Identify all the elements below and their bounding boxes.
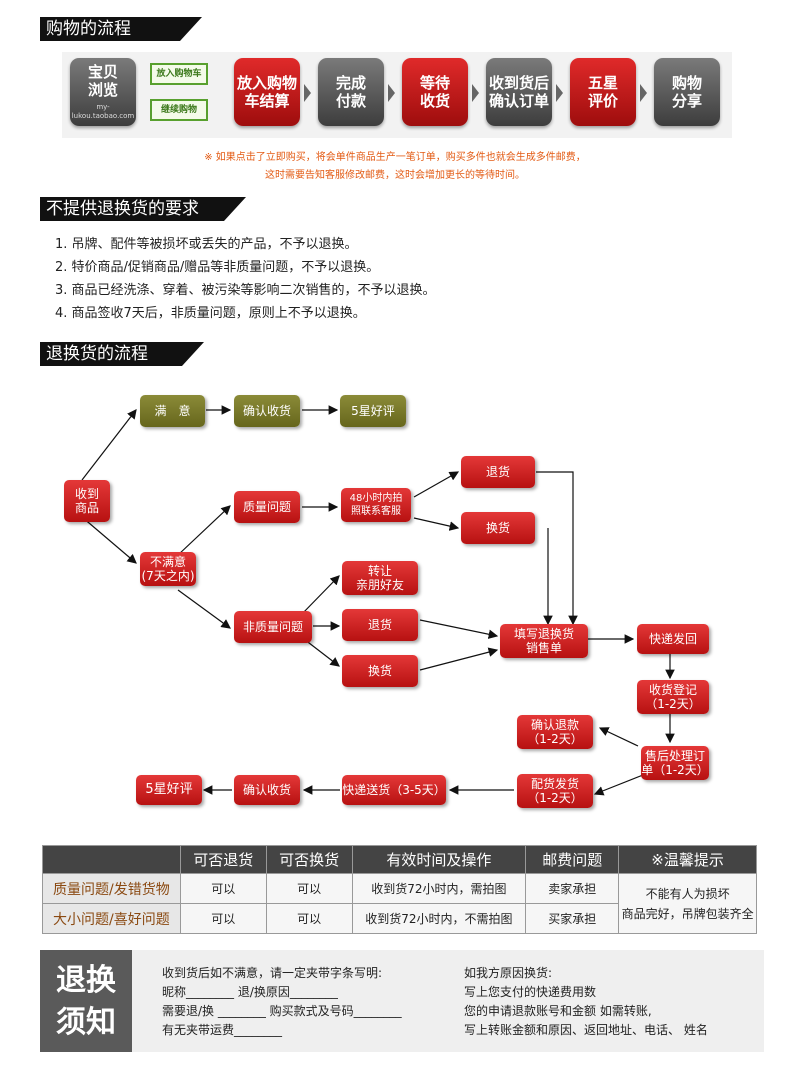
arrow-unsat-nonquality bbox=[177, 589, 231, 629]
arrow-right-icon bbox=[304, 84, 311, 102]
table-header: 可否退货 bbox=[179, 845, 267, 874]
node-receipt-register: 收货登记（1-2天） bbox=[637, 680, 709, 714]
arrow-return-form bbox=[536, 471, 578, 626]
arrow-aftersales-ship bbox=[593, 774, 644, 796]
arrow-return2-form bbox=[419, 619, 499, 639]
node-confirm-receipt: 确认收货 bbox=[234, 395, 300, 427]
node-unsatisfied: 不满意(7天之内) bbox=[140, 552, 196, 586]
notice-left-column: 收到货后如不满意，请一定夹带字条写明: 昵称________ 退/换原因____… bbox=[162, 966, 402, 1037]
table-row: 质量问题/发错货物 可以 可以 收到货72小时内，需拍图 卖家承担 不能有人为损… bbox=[42, 873, 757, 934]
section-title-returns: 退换货的流程 bbox=[40, 342, 204, 366]
table-cell: 可以 bbox=[179, 903, 267, 934]
table-cell: 质量问题/发错货物 bbox=[42, 873, 181, 904]
node-confirm-refund: 确认退款（1-2天） bbox=[517, 715, 593, 749]
notice-right-column: 如我方原因换货: 写上您支付的快递费用数 您的申请退款账号和金额 如需转账, 写… bbox=[464, 966, 708, 1037]
return-policy-table: 可否退货 可否换货 有效时间及操作 邮费问题 ※温馨提示 质量问题/发错货物 可… bbox=[42, 845, 757, 934]
table-cell: 可以 bbox=[179, 873, 267, 904]
requirement-item: 1. 吊牌、配件等被损坏或丢失的产品，不予以退换。 bbox=[55, 237, 358, 252]
table-cell: 大小问题/喜好问题 bbox=[42, 903, 181, 934]
node-non-quality-issue: 非质量问题 bbox=[234, 611, 312, 643]
node-five-star-review: 5星好评 bbox=[340, 395, 406, 427]
node-receive-goods: 收到商品 bbox=[64, 480, 110, 522]
arrow-right-icon bbox=[388, 84, 395, 102]
node-express-send-back: 快递发回 bbox=[637, 624, 709, 654]
node-photo-48h: 48小时内拍照联系客服 bbox=[341, 488, 411, 522]
requirement-item: 3. 商品已经洗涤、穿着、被污染等影响二次销售的，不予以退换。 bbox=[55, 283, 436, 298]
step-share: 购物分享 bbox=[654, 58, 720, 126]
table-row: 大小问题/喜好问题 可以 可以 收到货72小时内，不需拍图 买家承担 bbox=[42, 903, 757, 934]
arrow-right-icon bbox=[640, 84, 647, 102]
table-header: 可否换货 bbox=[265, 845, 353, 874]
step-confirm-order: 收到货后确认订单 bbox=[486, 58, 552, 126]
node-exchange-quality: 换货 bbox=[461, 512, 535, 544]
step-cart-checkout: 放入购物车结算 bbox=[234, 58, 300, 126]
table-tip-cell: 不能有人为损坏商品完好，吊牌包装齐全 bbox=[618, 873, 757, 934]
section-title-purchase: 购物的流程 bbox=[40, 17, 202, 41]
table-header-row: 可否退货 可否换货 有效时间及操作 邮费问题 ※温馨提示 bbox=[42, 845, 757, 874]
requirement-item: 4. 商品签收7天后，非质量问题，原则上不予以退换。 bbox=[55, 306, 366, 321]
arrow-photo-exchange bbox=[413, 517, 460, 531]
arrow-unsat-quality bbox=[177, 505, 231, 556]
requirements-list: 1. 吊牌、配件等被损坏或丢失的产品，不予以退换。 2. 特价商品/促销商品/赠… bbox=[55, 233, 436, 325]
arrow-aftersales-refund bbox=[598, 727, 639, 747]
table-cell: 卖家承担 bbox=[525, 873, 620, 904]
notice-title: 退换须知 bbox=[40, 950, 132, 1052]
table-cell: 可以 bbox=[265, 873, 353, 904]
requirement-item: 2. 特价商品/促销商品/赠品等非质量问题，不予以退换。 bbox=[55, 260, 380, 275]
arrow-receive-unsatisfied bbox=[81, 516, 137, 564]
table-cell: 可以 bbox=[265, 903, 353, 934]
return-notice-panel: 退换须知 收到货后如不满意，请一定夹带字条写明: 昵称________ 退/换原… bbox=[40, 950, 764, 1052]
table-cell: 收到货72小时内，需拍图 bbox=[351, 873, 527, 904]
node-express-deliver: 快递送货（3-5天） bbox=[342, 775, 446, 805]
table-cell: 买家承担 bbox=[525, 903, 620, 934]
purchase-note-line2: 这时需要告知客服修改邮费，这时会增加更长的等待时间。 bbox=[265, 170, 525, 181]
arrow-right-icon bbox=[472, 84, 479, 102]
continue-shopping-button[interactable]: 继续购物 bbox=[150, 99, 208, 121]
step-five-star: 五星评价 bbox=[570, 58, 636, 126]
step-payment: 完成付款 bbox=[318, 58, 384, 126]
arrow-nq-transfer bbox=[299, 575, 340, 617]
arrow-right-icon bbox=[556, 84, 563, 102]
arrow-photo-return bbox=[413, 471, 460, 498]
node-confirm-receipt-2: 确认收货 bbox=[234, 775, 300, 805]
node-transfer-friends: 转让亲朋好友 bbox=[342, 561, 418, 595]
node-quality-issue: 质量问题 bbox=[234, 491, 300, 523]
node-return-nonquality: 退货 bbox=[342, 609, 418, 641]
node-fill-return-form: 填写退换货销售单 bbox=[500, 624, 588, 658]
purchase-note-line1: ※ 如果点击了立即购买，将会单件商品生产一笔订单，购买多件也就会生成多件邮费， bbox=[204, 152, 586, 163]
purchase-process: 宝贝浏览 my-lukou.taobao.com 放入购物车 继续购物 放入购物… bbox=[62, 52, 732, 138]
node-ship-out: 配货发货（1-2天） bbox=[517, 774, 593, 808]
table-header bbox=[42, 845, 181, 874]
node-satisfied: 满 意 bbox=[140, 395, 205, 427]
node-after-sales: 售后处理订单（1-2天） bbox=[641, 746, 709, 780]
cart-options: 放入购物车 继续购物 bbox=[144, 59, 214, 127]
table-header: 有效时间及操作 bbox=[351, 845, 527, 874]
section-title-requirements: 不提供退换货的要求 bbox=[40, 197, 246, 221]
step-browse: 宝贝浏览 my-lukou.taobao.com bbox=[70, 58, 136, 126]
add-to-cart-button[interactable]: 放入购物车 bbox=[150, 63, 208, 85]
arrow-exchange2-form bbox=[419, 647, 499, 671]
node-five-star-review-2: 5星好评 bbox=[136, 775, 202, 805]
table-cell: 收到货72小时内，不需拍图 bbox=[351, 903, 527, 934]
table-header: 邮费问题 bbox=[525, 845, 620, 874]
arrow-receive-satisfied bbox=[81, 409, 137, 481]
watermark-text: my-lukou.taobao.com bbox=[71, 103, 135, 120]
table-header: ※温馨提示 bbox=[618, 845, 757, 874]
node-return-quality: 退货 bbox=[461, 456, 535, 488]
step-wait-delivery: 等待收货 bbox=[402, 58, 468, 126]
node-exchange-nonquality: 换货 bbox=[342, 655, 418, 687]
